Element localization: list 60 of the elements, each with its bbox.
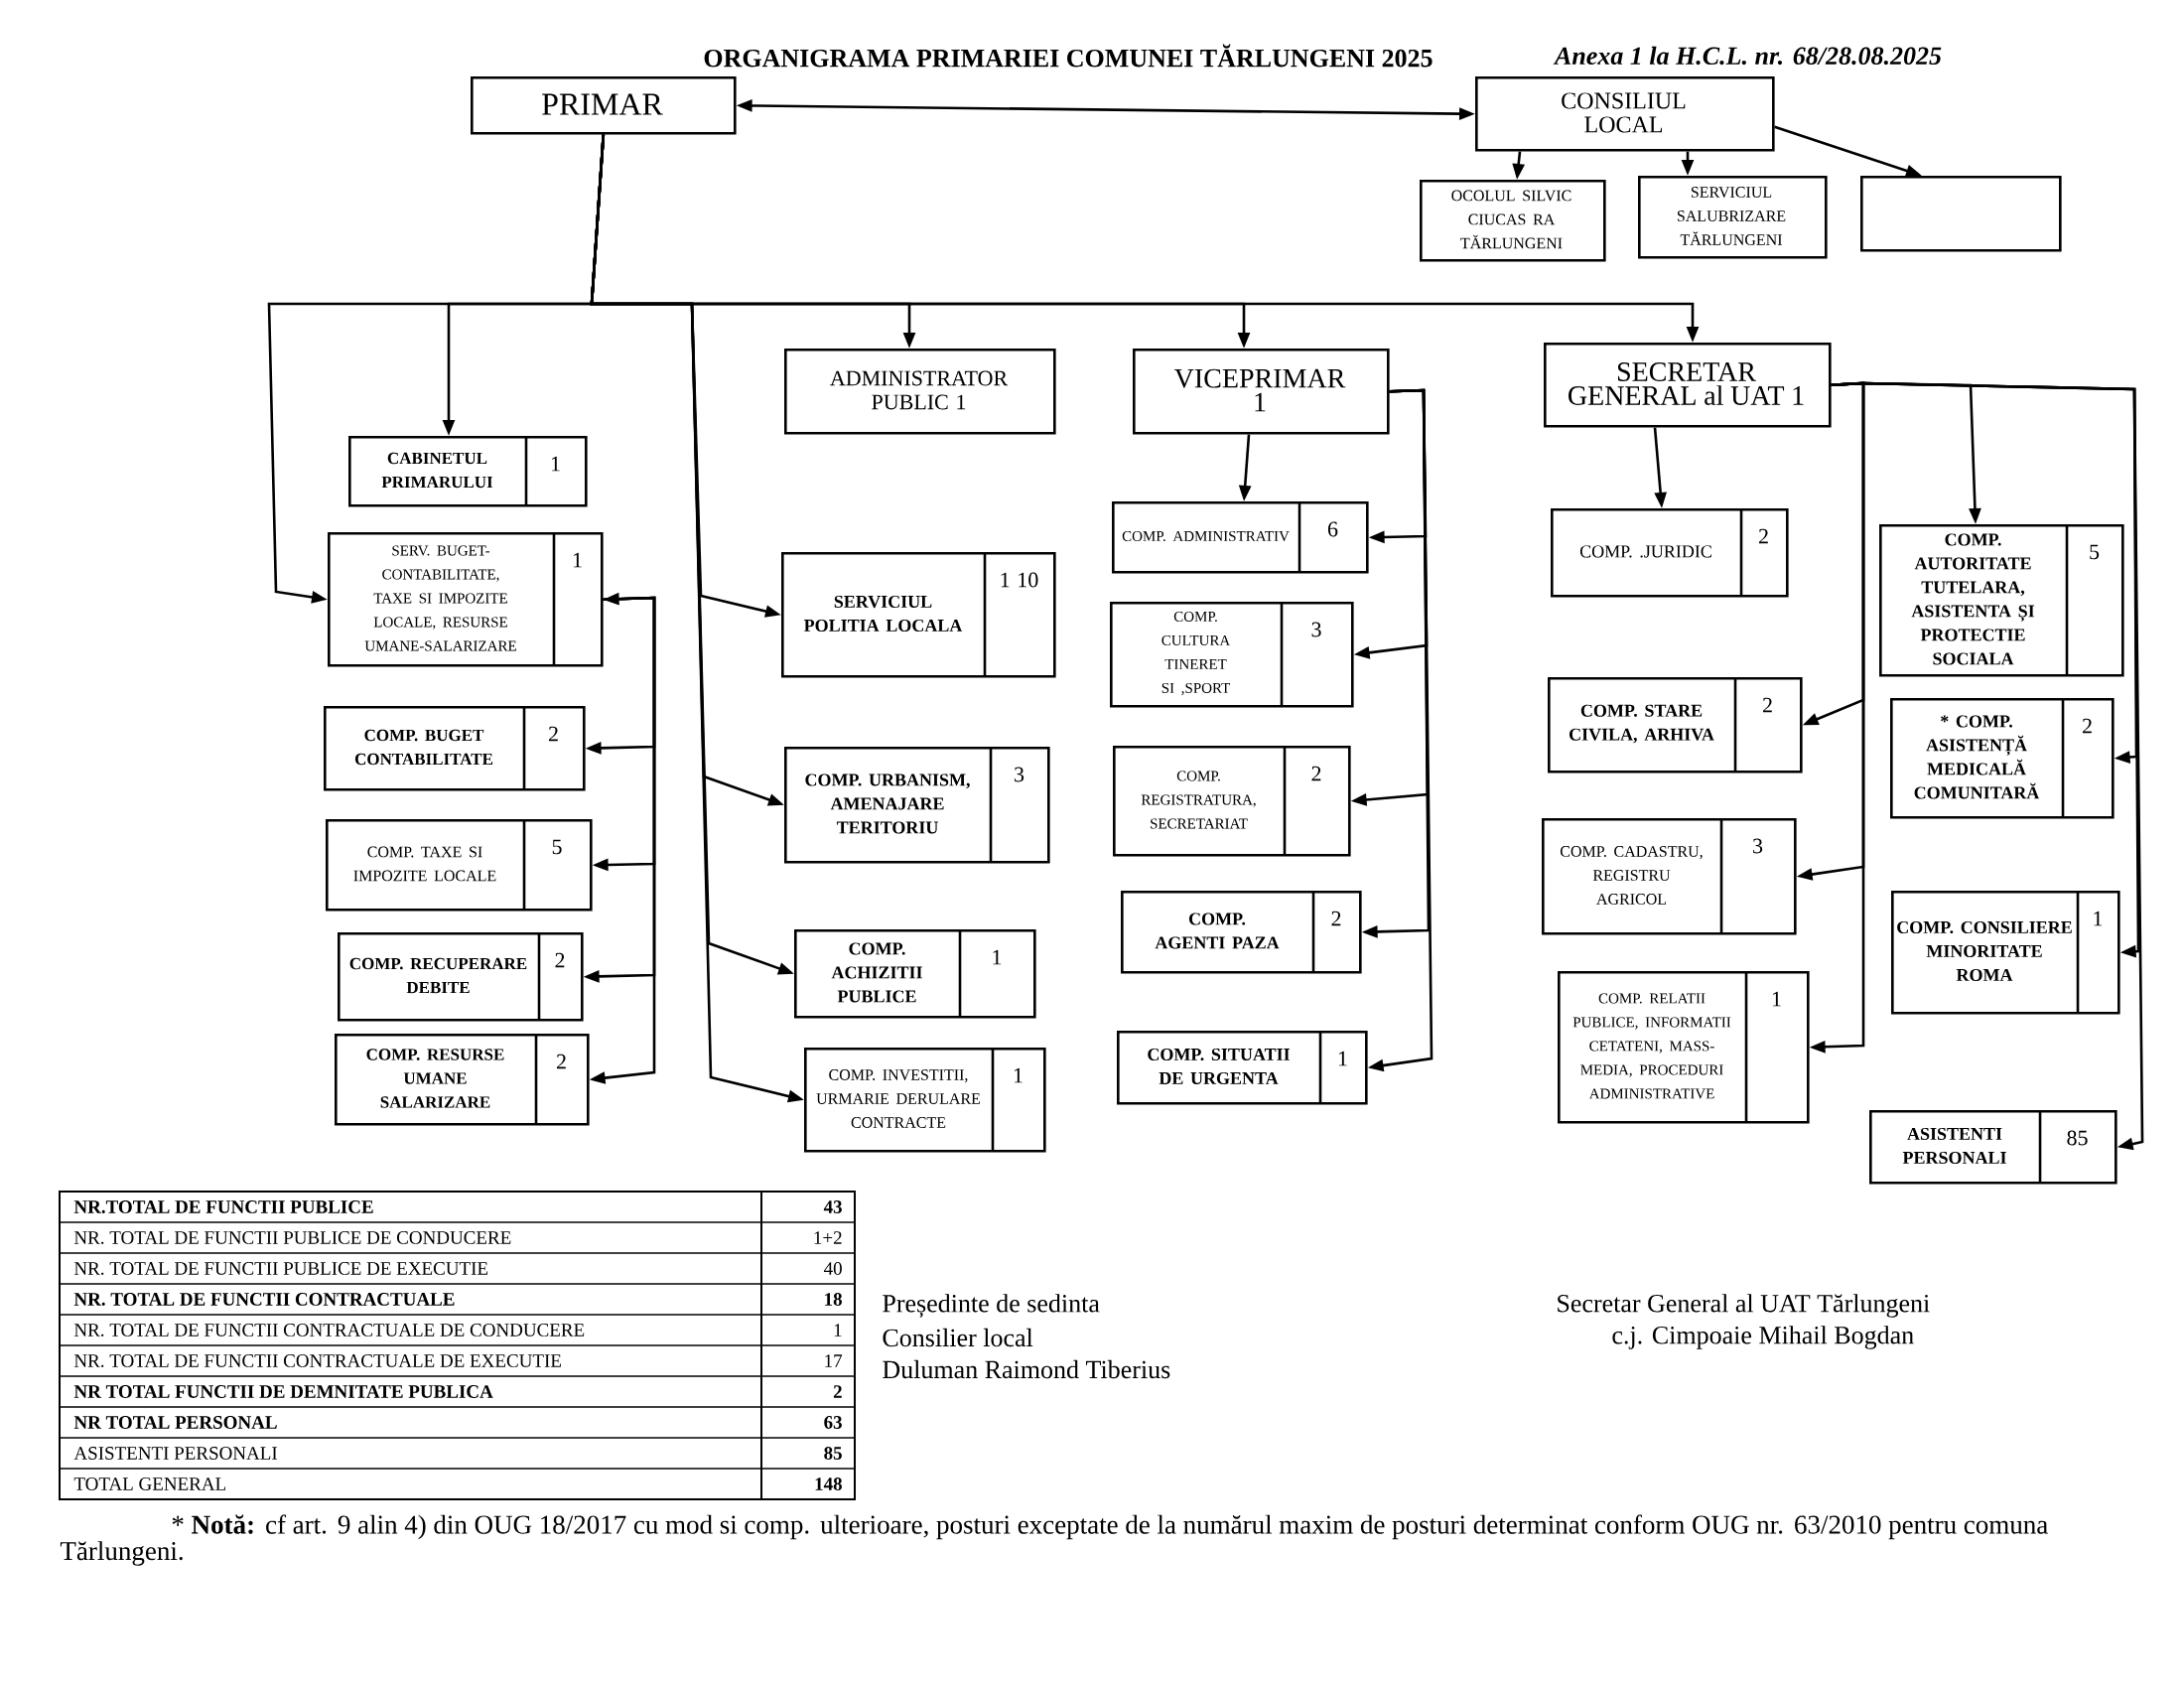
org-box: PRIMAR bbox=[471, 76, 737, 135]
org-box: COMP. RELATII PUBLICE, INFORMATII CETATENI, MASS-MEDIA, PROCEDURI ADMINISTRATIVE 1 bbox=[1558, 971, 1810, 1124]
org-box: SERVICIUL POLITIA LOCALA 1 10 bbox=[781, 552, 1056, 678]
org-box: COMP. TAXE SI IMPOZITE LOCALE 5 bbox=[326, 819, 593, 912]
table-cell: NR.TOTAL DE FUNCTII PUBLICE bbox=[73, 1200, 373, 1213]
org-box: COMP. BUGET CONTABILITATE 2 bbox=[324, 706, 586, 791]
table-cell: 40 bbox=[824, 1262, 842, 1275]
org-box: COMP. .JURIDIC 2 bbox=[1551, 508, 1789, 598]
table-cell: NR. TOTAL DE FUNCTII CONTRACTUALE DE CONDUCERE bbox=[73, 1324, 585, 1336]
org-box: COMP. ACHIZITII PUBLICE 1 bbox=[794, 929, 1036, 1019]
signature-text: Președinte de sedinta bbox=[883, 1294, 1100, 1318]
org-box: COMP. RECUPERARE DEBITE 2 bbox=[338, 932, 584, 1022]
title: ORGANIGRAMA PRIMARIEI COMUNEI TĂRLUNGENI 2025 bbox=[704, 44, 1433, 68]
org-box: COMP. RESURSE UMANE SALARIZARE 2 bbox=[335, 1034, 590, 1126]
table-cell: ASISTENTI PERSONALI bbox=[73, 1447, 277, 1460]
signature-text: Secretar General al UAT Tărlungeni bbox=[1558, 1294, 1930, 1318]
org-box: OCOLUL SILVIC CIUCAS RA TĂRLUNGENI bbox=[1420, 180, 1606, 262]
signature-text: c.j. Cimpoaie Mihail Bogdan bbox=[1612, 1326, 1914, 1349]
table-cell: NR. TOTAL DE FUNCTII PUBLICE DE EXECUTIE bbox=[73, 1262, 488, 1275]
org-box: COMP. CADASTRU, REGISTRU AGRICOL 3 bbox=[1542, 818, 1797, 935]
table-cell: 2 bbox=[833, 1385, 842, 1398]
org-box: COMP. SITUATII DE URGENTA 1 bbox=[1117, 1031, 1368, 1105]
org-box: COMP. CULTURA TINERET SI ,SPORT 3 bbox=[1110, 602, 1354, 708]
org-box: COMP. AUTORITATE TUTELARA, ASISTENTA ȘI PROTECTIE SOCIALA 5 bbox=[1879, 524, 2124, 677]
table-cell: 17 bbox=[825, 1354, 843, 1367]
org-box: SECRETAR GENERAL al UAT 1 bbox=[1544, 343, 1832, 428]
table-cell: 18 bbox=[825, 1293, 842, 1306]
footnote: *Notă: cf art. 9 alin 4) din OUG 18/2017 cu mod si comp. ulterioare, posturi exceptate de la numărul maxim de posturi determinat conform OUG nr. 63/2010 pentru comuna Tărlungeni. bbox=[60, 1514, 2048, 1566]
signature-text: Duluman Raimond Tiberius bbox=[883, 1359, 1170, 1379]
arrow bbox=[1831, 381, 2144, 1151]
org-box: SERVICIUL SALUBRIZARE TĂRLUNGENI bbox=[1638, 176, 1828, 259]
org-box: * COMP. ASISTENȚĂ MEDICALĂ COMUNITARĂ 2 bbox=[1890, 698, 2115, 819]
org-box: SERV. BUGET-CONTABILITATE, TAXE SI IMPOZITE LOCALE, RESURSE UMANE-SALARIZARE 1 bbox=[328, 532, 604, 667]
org-box: ASISTENTI PERSONALI 85 bbox=[1869, 1110, 2117, 1185]
org-box: COMP. REGISTRATURA, SECRETARIAT 2 bbox=[1113, 746, 1351, 857]
org-box: COMP. CONSILIERE MINORITATE ROMA 1 bbox=[1891, 891, 2120, 1015]
table-cell: NR TOTAL PERSONAL bbox=[73, 1416, 277, 1429]
table-cell: TOTAL GENERAL bbox=[73, 1477, 226, 1490]
org-box bbox=[1860, 176, 2062, 252]
table-cell: 1+2 bbox=[814, 1231, 842, 1244]
table-cell: NR. TOTAL DE FUNCTII CONTRACTUALE bbox=[73, 1293, 455, 1306]
table-cell: 43 bbox=[823, 1200, 842, 1213]
org-box: COMP. INVESTITII, URMARIE DERULARE CONTRACTE 1 bbox=[804, 1048, 1046, 1153]
annex-reference: Anexa 1 la H.C.L. nr. 68/28.08.2025 bbox=[1553, 46, 1942, 66]
org-box: CABINETUL PRIMARULUI 1 bbox=[348, 436, 588, 507]
org-box: COMP. ADMINISTRATIV 6 bbox=[1112, 501, 1369, 574]
table-cell: 85 bbox=[824, 1447, 842, 1460]
table-cell: 63 bbox=[824, 1416, 842, 1429]
org-box: VICEPRIMAR 1 bbox=[1133, 349, 1390, 435]
org-box: COMP. URBANISM, AMENAJARE TERITORIU 3 bbox=[784, 747, 1050, 864]
org-box: COMP. AGENTI PAZA 2 bbox=[1121, 891, 1362, 974]
org-box: ADMINISTRATOR PUBLIC 1 bbox=[784, 349, 1056, 435]
table-cell: NR TOTAL FUNCTII DE DEMNITATE PUBLICA bbox=[73, 1385, 493, 1398]
signature-text: Consilier local bbox=[883, 1328, 1033, 1347]
table-cell: 148 bbox=[815, 1477, 842, 1490]
table-cell: NR. TOTAL DE FUNCTII PUBLICE DE CONDUCERE bbox=[73, 1231, 511, 1244]
table-cell: NR. TOTAL DE FUNCTII CONTRACTUALE DE EXECUTIE bbox=[73, 1354, 561, 1367]
org-box: COMP. STARE CIVILA, ARHIVA 2 bbox=[1548, 677, 1803, 774]
table-cell: 1 bbox=[834, 1324, 842, 1336]
org-box: CONSILIUL LOCAL bbox=[1475, 76, 1775, 152]
